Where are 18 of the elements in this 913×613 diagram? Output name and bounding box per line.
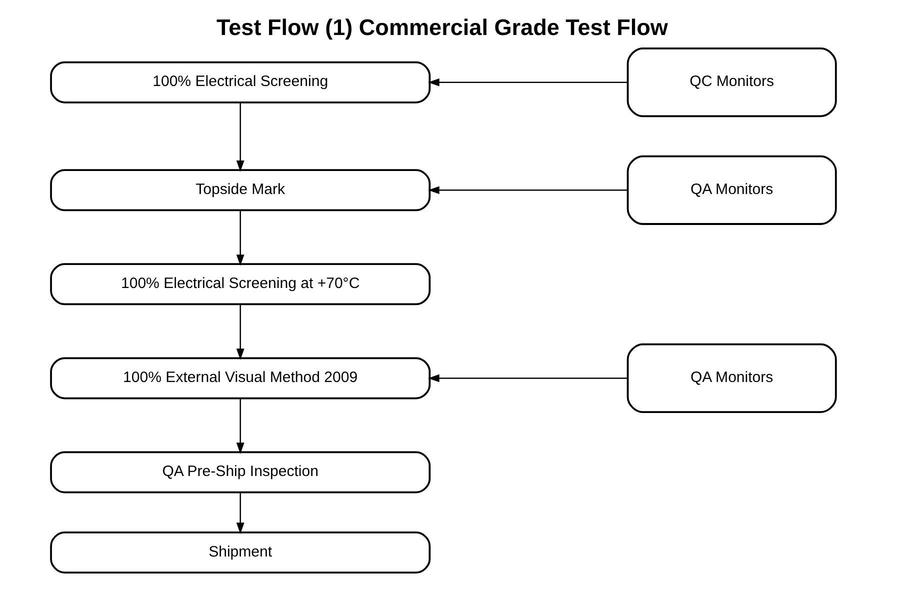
arrow: [236, 102, 244, 172]
node-box: QA Monitors: [626, 155, 836, 225]
node-box: QA Monitors: [626, 343, 836, 413]
node-box: QA Pre-Ship Inspection: [50, 451, 430, 494]
node-box: Shipment: [50, 532, 430, 574]
arrow: [236, 304, 244, 360]
arrow: [236, 398, 244, 454]
node-box: 100% Electrical Screening at +70°C: [50, 263, 430, 306]
arrow: [428, 374, 627, 382]
arrow: [236, 210, 244, 266]
node-box: 100% External Visual Method 2009: [50, 357, 430, 400]
arrow: [236, 492, 244, 534]
node-box: Topside Mark: [50, 169, 430, 212]
diagram-title: Test Flow (1) Commercial Grade Test Flow: [216, 15, 668, 40]
arrow: [428, 186, 627, 194]
node-box: 100% Electrical Screening: [50, 61, 430, 104]
arrow: [428, 78, 627, 86]
node-box: QC Monitors: [626, 48, 836, 118]
